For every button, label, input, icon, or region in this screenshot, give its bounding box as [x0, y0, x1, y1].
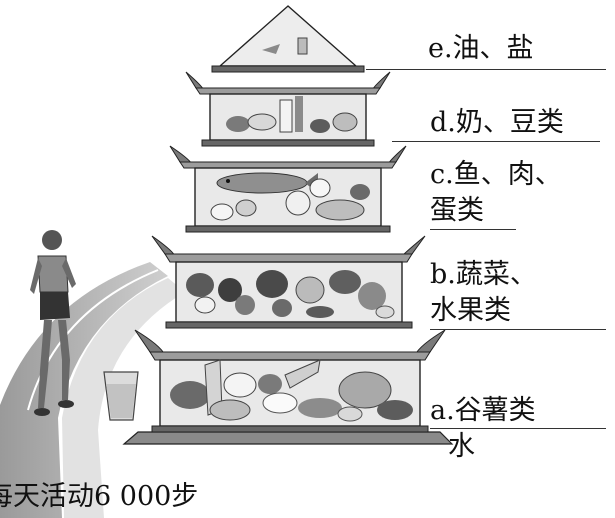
rule-c [430, 229, 516, 230]
level-d-milk-beans [185, 71, 391, 147]
activity-caption: 每天活动6 000步 [0, 481, 199, 512]
rule-a [430, 428, 606, 429]
label-level-e: e.油、盐 [428, 33, 534, 64]
rule-b [430, 329, 606, 330]
running-track [0, 262, 185, 518]
runner-figure [30, 230, 76, 416]
label-level-c-line2: 蛋类 [430, 195, 484, 226]
rule-e [366, 69, 606, 70]
label-level-a: a.谷薯类 [430, 395, 536, 426]
label-level-d: d.奶、豆类 [430, 107, 564, 138]
label-level-b-line2: 水果类 [430, 295, 511, 326]
label-level-c: c.鱼、肉、 [430, 159, 562, 190]
level-b-vegetables-fruit [151, 235, 426, 329]
level-a-grains [134, 329, 446, 433]
label-level-b: b.蔬菜、 [430, 259, 537, 290]
water-glass [103, 371, 139, 421]
pyramid-base [122, 431, 454, 445]
level-c-fish-meat-eggs [169, 145, 407, 233]
level-e-oil-salt [211, 5, 365, 73]
rule-d [392, 141, 600, 142]
label-water: 水 [448, 431, 475, 462]
